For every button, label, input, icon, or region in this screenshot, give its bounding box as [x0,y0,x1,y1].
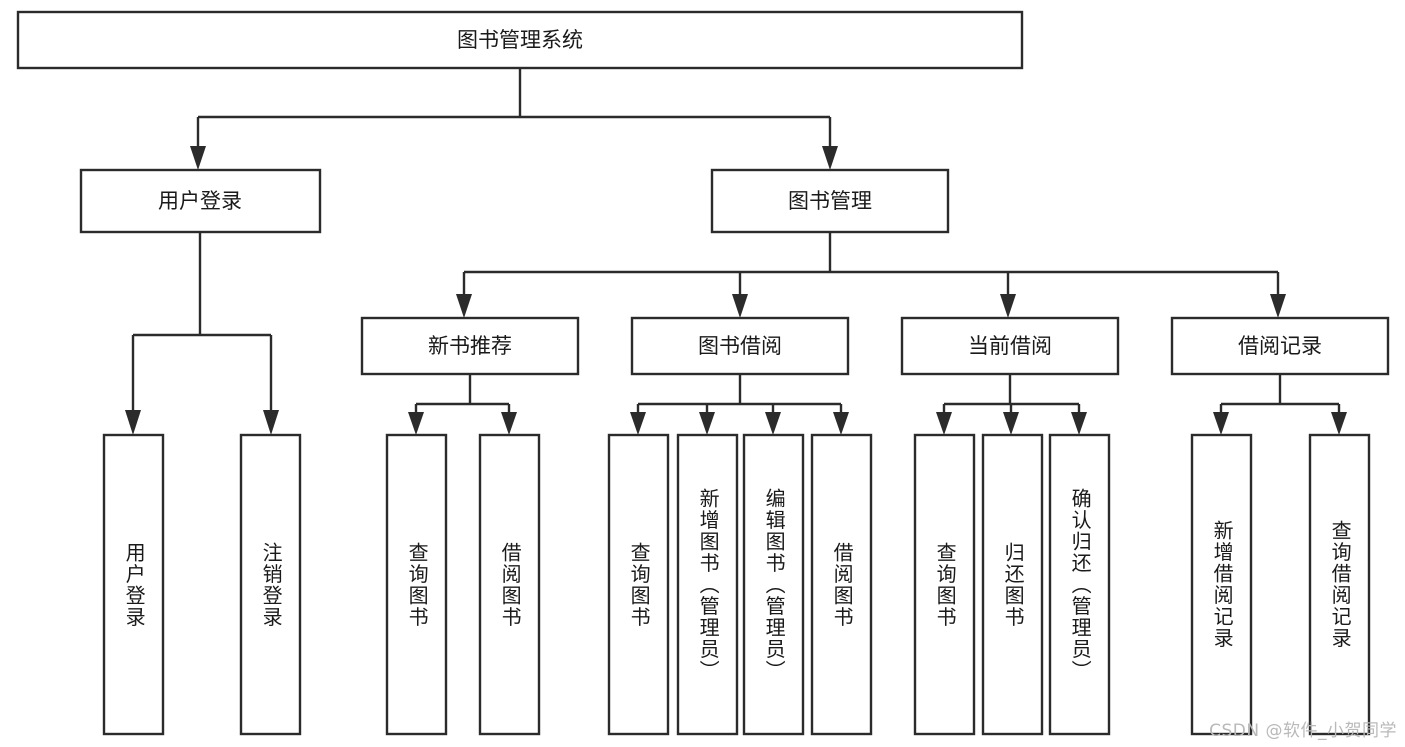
node-leaf-user-login[interactable] [102,433,165,736]
watermark-text: CSDN @软件_小贺同学 [1209,721,1397,741]
node-root[interactable] [16,10,1024,70]
node-borrow-record-label: 借阅记录 [1238,334,1322,358]
node-leaf-borrow-book-2[interactable] [810,433,873,736]
arrow-head-leaf-query-book-2 [630,412,646,435]
connector-group-book-borrow [630,374,849,435]
node-book-borrow[interactable] [630,316,850,376]
arrow-head-leaf-user-login [125,410,141,435]
arrow-head-leaf-confirm-return [1071,412,1087,435]
arrow-head-leaf-add-record [1213,412,1229,435]
node-leaf-confirm-return[interactable] [1048,433,1111,736]
arrow-head-leaf-add-book [699,412,715,435]
arrow-head-leaf-query-book-1 [408,412,424,435]
node-leaf-query-record[interactable] [1308,433,1371,736]
connector-group-current-borrow [936,374,1087,435]
arrow-head-book-manage [822,146,838,170]
node-leaf-query-book-3[interactable] [913,433,976,736]
node-leaf-return-book[interactable] [981,433,1044,736]
node-leaf-edit-book[interactable] [742,433,805,736]
connector-group-borrow-record [1213,374,1347,435]
node-user-login-label: 用户登录 [158,189,242,213]
arrow-head-leaf-query-book-3 [936,412,952,435]
arrow-head-book-borrow [732,294,748,318]
node-leaf-query-book-1[interactable] [385,433,448,736]
arrow-head-leaf-edit-book [765,412,781,435]
arrow-head-leaf-return-book [1003,412,1019,435]
node-leaf-add-record[interactable] [1190,433,1253,736]
node-book-borrow-label: 图书借阅 [698,334,782,358]
connector-group-book-manage [456,232,1286,318]
arrow-head-leaf-query-record [1331,412,1347,435]
node-new-book-rec[interactable] [360,316,580,376]
node-leaf-borrow-book-1[interactable] [478,433,541,736]
node-root-label: 图书管理系统 [457,28,583,52]
arrow-head-leaf-borrow-book-2 [833,412,849,435]
node-current-borrow-label: 当前借阅 [968,334,1052,358]
arrow-head-user-login [190,146,206,170]
connector-group-root [190,68,838,170]
node-leaf-logout[interactable] [239,433,302,736]
arrow-head-leaf-borrow-book-1 [501,412,517,435]
node-current-borrow[interactable] [900,316,1120,376]
arrow-head-leaf-logout [263,410,279,435]
arrow-head-current-borrow [1000,294,1016,318]
node-book-manage-label: 图书管理 [788,189,872,213]
node-user-login[interactable] [79,168,322,234]
connector-group-user-login [125,232,279,435]
arrow-head-borrow-record [1270,294,1286,318]
node-leaf-query-book-2[interactable] [607,433,670,736]
node-borrow-record[interactable] [1170,316,1390,376]
node-leaf-add-book[interactable] [676,433,739,736]
node-book-manage[interactable] [710,168,950,234]
connector-group-new-book-rec [408,374,517,435]
node-new-book-rec-label: 新书推荐 [428,334,512,358]
arrow-head-new-book-rec [456,294,472,318]
